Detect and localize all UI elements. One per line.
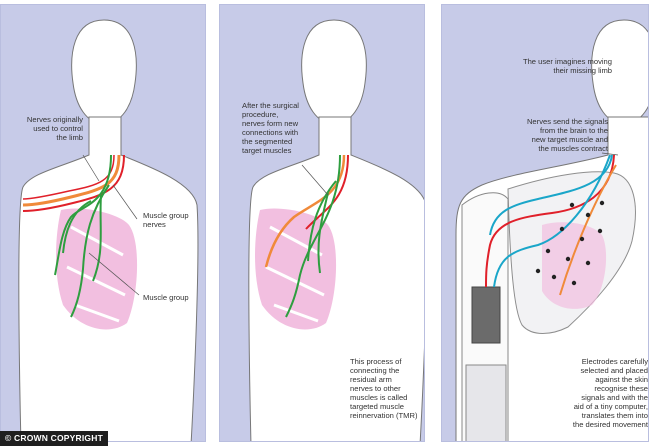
copyright-badge: © CROWN COPYRIGHT <box>0 431 108 446</box>
panel-prosthetic: The user imagines moving their missing l… <box>441 4 649 442</box>
rerouted-nerves <box>264 154 349 318</box>
panel-original-nerves: Nerves originally used to control the li… <box>0 4 206 442</box>
label-muscle-group-nerves: Muscle group nerves <box>143 211 189 229</box>
signal-wires <box>485 154 617 296</box>
electrodes <box>535 200 605 286</box>
label-imagine: The user imagines moving their missing l… <box>522 57 612 75</box>
torso-illustration-3 <box>455 19 648 441</box>
torso-illustration-2 <box>248 19 424 441</box>
battery-pack <box>471 286 501 344</box>
original-nerve-bundle <box>22 154 121 207</box>
label-tmr: This process of connecting the residual … <box>350 357 418 420</box>
label-signals: Nerves send the signals from the brain t… <box>526 117 608 153</box>
muscle-group-nerves <box>54 154 112 318</box>
label-procedure: After the surgical procedure, nerves for… <box>242 101 299 155</box>
panel-tmr: After the surgical procedure, nerves for… <box>219 4 425 442</box>
label-nerves-original: Nerves originally used to control the li… <box>26 115 83 142</box>
label-muscle-group: Muscle group <box>143 293 189 302</box>
torso-illustration-1 <box>18 19 199 441</box>
head <box>71 19 137 126</box>
label-electrodes: Electrodes carefully selected and placed… <box>572 357 648 429</box>
